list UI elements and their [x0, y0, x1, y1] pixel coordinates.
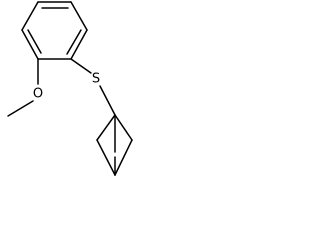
bicyclopentane — [96, 114, 133, 176]
ring-bond-3 — [70, 29, 88, 60]
oxygen-atom-label: O — [33, 87, 43, 102]
ring-double-bond-3 — [27, 29, 42, 54]
ring-bond-6 — [21, 1, 39, 31]
oxygen-methyl-bond — [7, 100, 34, 117]
ring-bond-5 — [21, 29, 39, 60]
bcp-bond-1 — [96, 114, 116, 141]
ring-sulfur-bond — [70, 58, 92, 74]
ring-double-bond-2 — [66, 29, 82, 55]
molecule-structure: S O — [7, 1, 133, 176]
bcp-bond-4 — [96, 139, 116, 176]
bcp-bond-5 — [114, 139, 133, 176]
bcp-bond-2 — [114, 114, 133, 141]
sulfur-atom-label: S — [92, 72, 100, 87]
sulfur-bridgehead-bond — [99, 85, 116, 116]
ring-bond-2 — [70, 1, 88, 31]
benzene-ring — [21, 1, 88, 60]
